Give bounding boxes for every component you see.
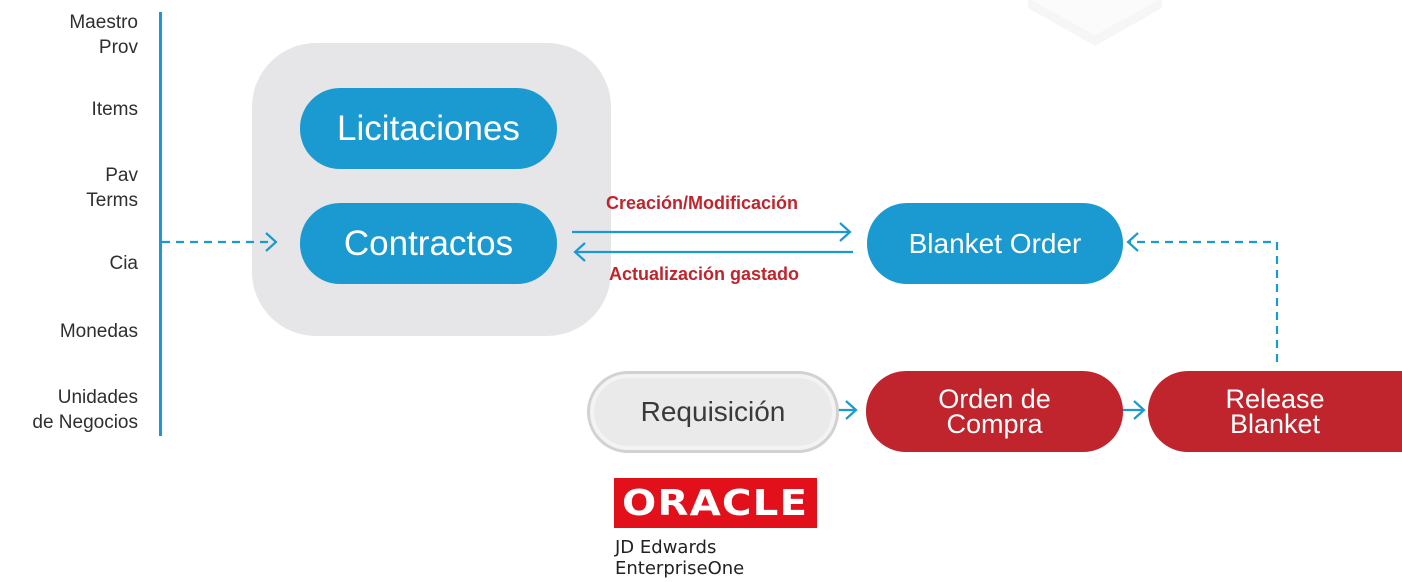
sidebar-item-pav-terms: Pav Terms: [86, 165, 138, 211]
sidebar-item-unidades-negocios: Unidades de Negocios: [32, 387, 138, 433]
node-orden-de-compra[interactable]: Orden de Compra: [866, 371, 1123, 452]
node-blanket-order[interactable]: Blanket Order: [867, 203, 1123, 284]
arrowhead-req-to-order: [845, 400, 858, 420]
dashed-connector-release-to-blanket: [1128, 240, 1279, 362]
node-requisicion[interactable]: Requisición: [587, 371, 839, 453]
sidebar-item-items: Items: [91, 99, 138, 120]
product-line-2: EnterpriseOne: [615, 558, 745, 579]
sidebar-item-cia: Cia: [109, 253, 138, 274]
node-release-blanket[interactable]: Release Blanket: [1148, 371, 1402, 452]
node-contractos[interactable]: Contractos: [300, 203, 557, 284]
sidebar-item-monedas: Monedas: [59, 321, 138, 342]
product-line-1: JD Edwards: [615, 537, 717, 558]
arrowhead-create-modify: [839, 222, 852, 242]
edge-label-create-modify: Creación/Modificación: [606, 193, 799, 213]
sidebar-bracket-line: [159, 12, 162, 436]
oracle-logo: ORACLE: [614, 478, 817, 528]
edge-label-update-spent: Actualización gastado: [609, 264, 800, 284]
arrowhead-update-spent: [573, 242, 586, 262]
arrowhead-master-to-contracts: [265, 232, 278, 252]
decorative-shape: [1028, 0, 1162, 46]
node-licitaciones[interactable]: Licitaciones: [300, 88, 557, 169]
arrowhead-order-to-release: [1133, 400, 1146, 420]
arrowhead-release-to-blanket: [1126, 232, 1139, 252]
oracle-logo-text: ORACLE: [622, 482, 809, 524]
sidebar-item-maestro-prov: Maestro Prov: [69, 12, 138, 58]
